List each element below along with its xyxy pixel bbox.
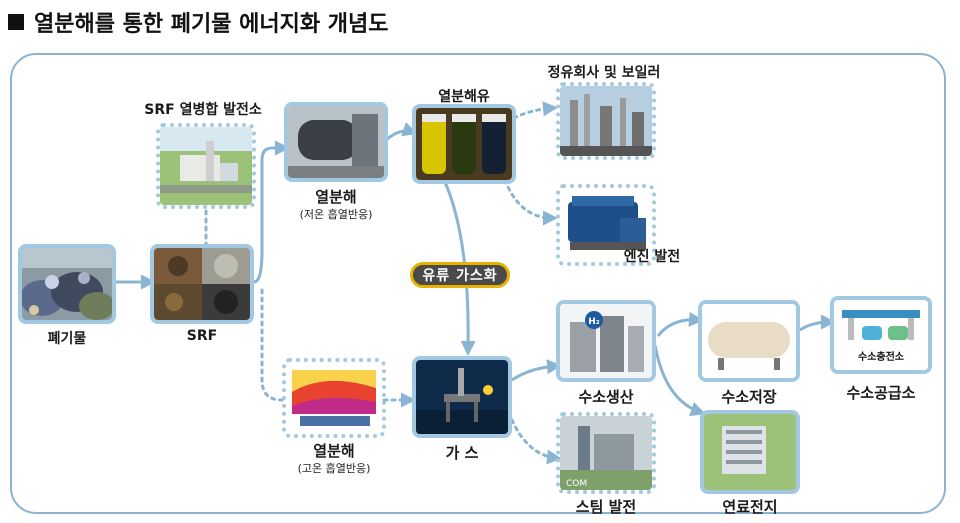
edge-gas-h2prod — [511, 359, 562, 382]
h2-production-image: H₂ — [556, 300, 656, 382]
refinery-image — [556, 82, 656, 160]
title-bullet-icon — [8, 14, 24, 30]
waste-image — [18, 244, 116, 324]
srf-image — [150, 244, 254, 324]
edge-oil-refinery — [512, 101, 558, 120]
page-title: 열분해를 통한 폐기물 에너지화 개념도 — [8, 6, 388, 38]
diagram-frame — [10, 53, 946, 514]
engine-image — [556, 184, 656, 266]
oil-bottles-icon — [416, 108, 512, 180]
label-h2-supply: 수소공급소 — [846, 384, 916, 402]
h2-supply-image: 수소충전소 — [830, 296, 932, 374]
com-watermark: COM — [566, 479, 587, 489]
h2-badge: H₂ — [588, 317, 600, 327]
pyrolysis-high-image — [282, 358, 386, 438]
pyrolysis-reactor-icon — [288, 106, 384, 178]
edge-srf-pyro-high — [260, 288, 284, 402]
waste-pile-icon — [22, 248, 112, 320]
storage-tank-icon — [702, 304, 796, 378]
hydrogen-station-icon: 수소충전소 — [834, 300, 928, 370]
steam-plant-icon: COM — [560, 416, 652, 490]
edge-pyro-low-oil — [385, 122, 418, 142]
label-pyrolysis-oil: 열분해유 — [438, 89, 490, 105]
label-fuel-cell: 연료전지 — [722, 498, 778, 516]
label-srf: SRF — [186, 328, 218, 344]
fuel-cell-image — [700, 410, 800, 494]
station-sign-text: 수소충전소 — [858, 350, 904, 363]
edge-srf-pyro-low — [253, 140, 290, 284]
offshore-platform-icon — [416, 360, 508, 434]
edge-gas-steam — [510, 418, 562, 465]
fuel-cell-building-icon — [704, 414, 796, 490]
label-refinery: 정유회사 및 보일러 — [547, 65, 661, 81]
edge-store-supply — [799, 314, 836, 332]
edge-h2prod-store — [656, 311, 704, 337]
hydrogen-plant-icon: H₂ — [560, 304, 652, 378]
gas-image — [412, 356, 512, 438]
pyrolysis-diagram-icon — [286, 362, 382, 434]
h2-storage-image — [698, 300, 800, 382]
engine-icon — [560, 188, 652, 262]
label-pyrolysis-high: 열분해 — [313, 442, 355, 460]
edge-oil-engine — [503, 178, 558, 226]
label-gas: 가 스 — [445, 444, 479, 462]
pyrolysis-low-image — [284, 102, 388, 182]
srf-pellets-icon — [154, 248, 250, 320]
label-steam: 스팀 발전 — [575, 498, 637, 516]
label-h2-storage: 수소저장 — [721, 388, 777, 406]
label-pyrolysis-high-sub: (고온 흡열반응) — [297, 462, 371, 475]
refinery-icon — [560, 86, 652, 156]
label-pyrolysis-low-sub: (저온 흡열반응) — [299, 208, 373, 221]
label-engine: 엔진 발전 — [623, 249, 681, 265]
label-waste: 폐기물 — [47, 331, 87, 347]
title-text: 열분해를 통한 폐기물 에너지화 개념도 — [34, 12, 389, 37]
label-srf-plant: SRF 열병합 발전소 — [144, 102, 262, 118]
pyrolysis-oil-image — [412, 104, 516, 184]
edge-h2prod-fuelcell — [653, 344, 706, 417]
steam-image: COM — [556, 412, 656, 494]
label-pyrolysis-low: 열분해 — [315, 188, 357, 206]
oil-gasification-badge: 유류 가스화 — [410, 262, 510, 288]
power-plant-icon — [160, 127, 252, 205]
label-h2-production: 수소생산 — [578, 388, 634, 406]
srf-plant-image — [156, 123, 256, 209]
edge-oil-gas — [443, 181, 476, 356]
